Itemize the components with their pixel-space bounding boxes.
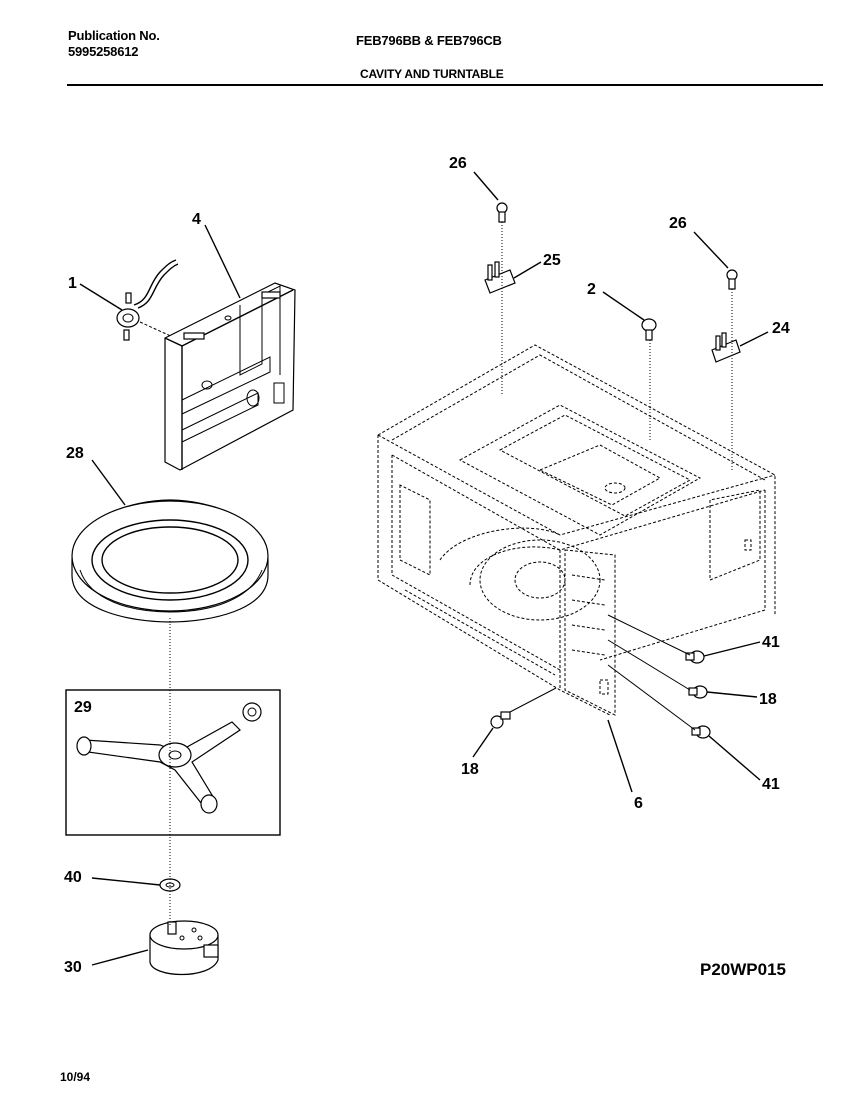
callout-28: 28 bbox=[66, 445, 84, 462]
model-numbers: FEB796BB & FEB796CB bbox=[356, 33, 502, 48]
callout-40: 40 bbox=[64, 869, 82, 886]
publication-label: Publication No. bbox=[68, 28, 160, 43]
section-title: CAVITY AND TURNTABLE bbox=[360, 67, 504, 81]
part-28-roller-ring bbox=[71, 499, 269, 623]
screw-18-left bbox=[490, 711, 511, 729]
callout-24: 24 bbox=[772, 320, 790, 337]
leader-lines bbox=[79, 171, 769, 966]
header-rule bbox=[67, 84, 823, 86]
callout-6: 6 bbox=[634, 795, 643, 812]
screw-18-right bbox=[688, 685, 708, 699]
revision-date: 10/94 bbox=[60, 1070, 91, 1084]
callout-26-left: 26 bbox=[449, 155, 467, 172]
axis-screw-18-left bbox=[509, 687, 557, 713]
publication-number: 5995258612 bbox=[68, 44, 139, 59]
callout-41-lower: 41 bbox=[762, 776, 780, 793]
callout-18-left: 18 bbox=[461, 761, 479, 778]
screw-26-right bbox=[726, 269, 738, 290]
part-1-sensor bbox=[116, 259, 179, 341]
callout-25: 25 bbox=[543, 252, 561, 269]
part-6-cavity bbox=[377, 344, 776, 716]
callout-29: 29 bbox=[74, 699, 92, 716]
part-25-switch-bracket bbox=[484, 261, 516, 294]
part-24-switch-bracket bbox=[711, 332, 741, 363]
axis-screw-18-right bbox=[607, 639, 691, 691]
screw-2 bbox=[641, 318, 657, 341]
part-29-roller-guide bbox=[76, 702, 262, 814]
callout-26-right: 26 bbox=[669, 215, 687, 232]
callout-4: 4 bbox=[192, 211, 201, 228]
part-29-box bbox=[65, 689, 281, 836]
callout-2: 2 bbox=[587, 281, 596, 298]
callout-1: 1 bbox=[68, 275, 77, 292]
axis-screw-41-lower bbox=[607, 664, 696, 731]
screw-41-upper bbox=[685, 650, 705, 664]
part-4-bracket bbox=[164, 282, 296, 471]
screw-26-left bbox=[496, 202, 508, 223]
screw-41-lower bbox=[691, 725, 711, 739]
part-30-motor bbox=[149, 920, 219, 976]
diagram-code: P20WP015 bbox=[700, 960, 786, 979]
axis-screw-41-upper bbox=[607, 614, 691, 656]
callout-41-upper: 41 bbox=[762, 634, 780, 651]
callout-30: 30 bbox=[64, 959, 82, 976]
callout-18-right: 18 bbox=[759, 691, 777, 708]
